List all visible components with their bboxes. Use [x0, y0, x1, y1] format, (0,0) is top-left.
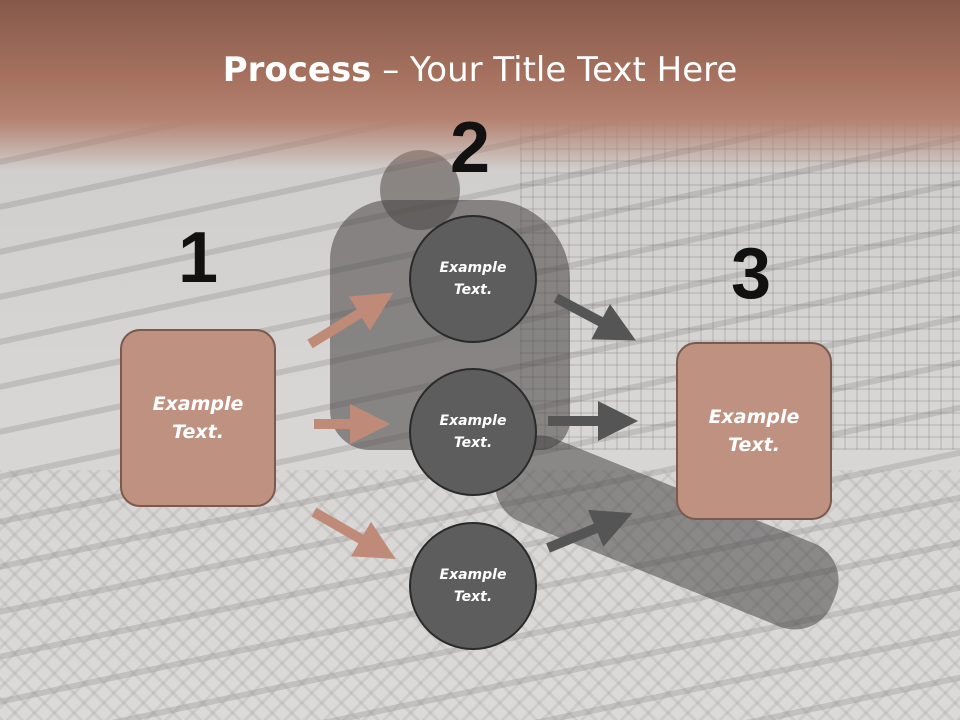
circle-bottom-text: Example Text.: [439, 566, 507, 605]
header-band: [0, 0, 960, 170]
circle-middle-text: Example Text.: [439, 412, 507, 451]
title-rest: – Your Title Text Here: [371, 50, 738, 90]
left-box[interactable]: Example Text.: [120, 329, 276, 507]
right-box[interactable]: Example Text.: [676, 342, 832, 520]
step-number-3[interactable]: 3: [731, 234, 772, 314]
step-number-2[interactable]: 2: [450, 108, 491, 188]
right-box-text: Example Text.: [708, 405, 800, 457]
arrow-top-to-right: [553, 293, 636, 341]
slide-title[interactable]: Process – Your Title Text Here: [0, 50, 960, 90]
step-number-1[interactable]: 1: [178, 218, 219, 298]
title-bold: Process: [222, 50, 372, 90]
arrow-left-to-top: [307, 292, 394, 349]
arrow-bot-to-right: [546, 509, 633, 553]
left-box-text: Example Text.: [152, 392, 244, 444]
circle-middle[interactable]: Example Text.: [409, 368, 537, 496]
circle-top-text: Example Text.: [439, 259, 507, 298]
circle-top[interactable]: Example Text.: [409, 215, 537, 343]
arrow-left-to-bot: [311, 507, 396, 559]
circle-bottom[interactable]: Example Text.: [409, 522, 537, 650]
